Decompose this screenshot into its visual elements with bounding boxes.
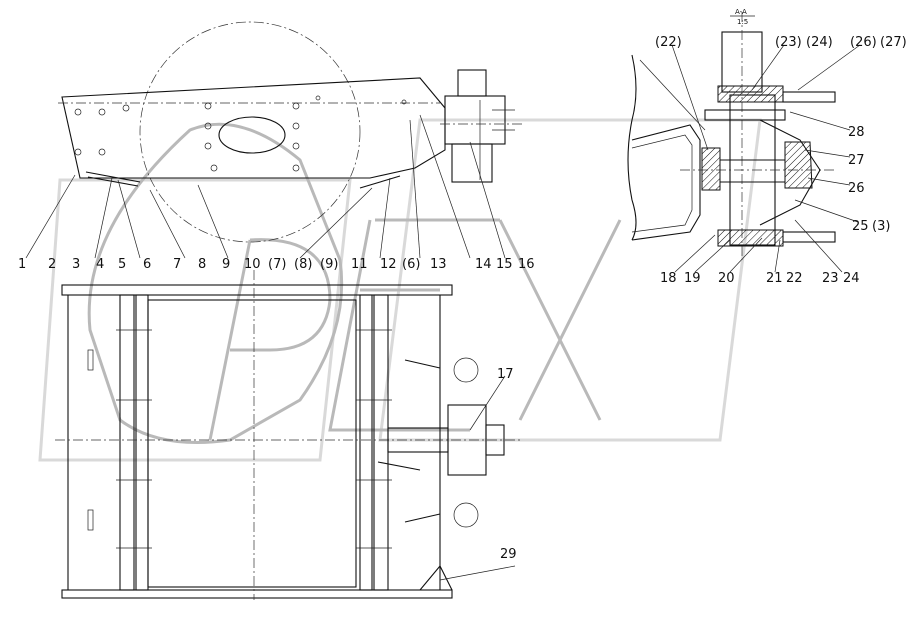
callout-27p: (27) bbox=[880, 35, 907, 50]
bolt-holes bbox=[74, 95, 407, 172]
callout-6: 6 bbox=[143, 257, 151, 272]
section-view bbox=[627, 12, 836, 260]
right-rail bbox=[359, 294, 373, 591]
callout-25: 25 bbox=[852, 219, 869, 234]
plan-view bbox=[55, 270, 520, 600]
callout-23p: (23) bbox=[775, 35, 802, 50]
callout-24p: (24) bbox=[806, 35, 833, 50]
bottom-plate bbox=[61, 589, 453, 599]
leader-lines-section bbox=[671, 44, 861, 273]
callout-9p: (9) bbox=[320, 257, 338, 272]
callout-24: 24 bbox=[843, 271, 860, 286]
callout-26: 26 bbox=[848, 181, 865, 196]
callout-21: 21 bbox=[766, 271, 783, 286]
callout-11: 11 bbox=[351, 257, 368, 272]
callout-7: 7 bbox=[173, 257, 181, 272]
leader-lines-top bbox=[25, 114, 506, 259]
left-seal bbox=[701, 147, 721, 191]
callout-8: 8 bbox=[198, 257, 206, 272]
callout-27: 27 bbox=[848, 153, 865, 168]
callout-15: 15 bbox=[496, 257, 513, 272]
arm-body bbox=[61, 77, 446, 179]
rotation-circle bbox=[139, 21, 361, 243]
labels: A-A 1:5 1 2 3 4 5 6 7 8 9 10 (7) (8) (9)… bbox=[18, 8, 907, 562]
side-view bbox=[58, 21, 525, 243]
callout-22: 22 bbox=[786, 271, 803, 286]
callout-10: 10 bbox=[244, 257, 261, 272]
callout-14: 14 bbox=[475, 257, 492, 272]
callout-20: 20 bbox=[718, 271, 735, 286]
bottom-bearing bbox=[717, 229, 784, 247]
callout-13: 13 bbox=[430, 257, 447, 272]
right-seal bbox=[784, 141, 813, 189]
oval-window bbox=[218, 116, 286, 154]
callout-4: 4 bbox=[96, 257, 104, 272]
callout-28: 28 bbox=[848, 125, 865, 140]
scale-label: 1:5 bbox=[737, 18, 748, 26]
callout-3: 3 bbox=[72, 257, 80, 272]
callout-12: 12 bbox=[380, 257, 397, 272]
center-frame bbox=[147, 299, 357, 588]
callout-26p: (26) bbox=[850, 35, 877, 50]
callout-2: 2 bbox=[48, 257, 56, 272]
callout-8p: (8) bbox=[294, 257, 312, 272]
callout-9: 9 bbox=[222, 257, 230, 272]
top-bearing bbox=[717, 85, 784, 103]
left-rail bbox=[119, 294, 135, 591]
callout-3p: (3) bbox=[872, 219, 890, 234]
callout-23: 23 bbox=[822, 271, 839, 286]
callout-17: 17 bbox=[497, 367, 514, 382]
watermark-logo bbox=[38, 118, 762, 462]
section-mark: A-A bbox=[735, 8, 747, 16]
callout-5: 5 bbox=[118, 257, 126, 272]
callout-18: 18 bbox=[660, 271, 677, 286]
callout-29: 29 bbox=[500, 547, 517, 562]
callout-16: 16 bbox=[518, 257, 535, 272]
callout-7p: (7) bbox=[268, 257, 286, 272]
callout-22p: (22) bbox=[655, 35, 682, 50]
callout-6p: (6) bbox=[402, 257, 420, 272]
top-plate bbox=[61, 284, 453, 296]
callout-19: 19 bbox=[684, 271, 701, 286]
callout-1: 1 bbox=[18, 257, 26, 272]
